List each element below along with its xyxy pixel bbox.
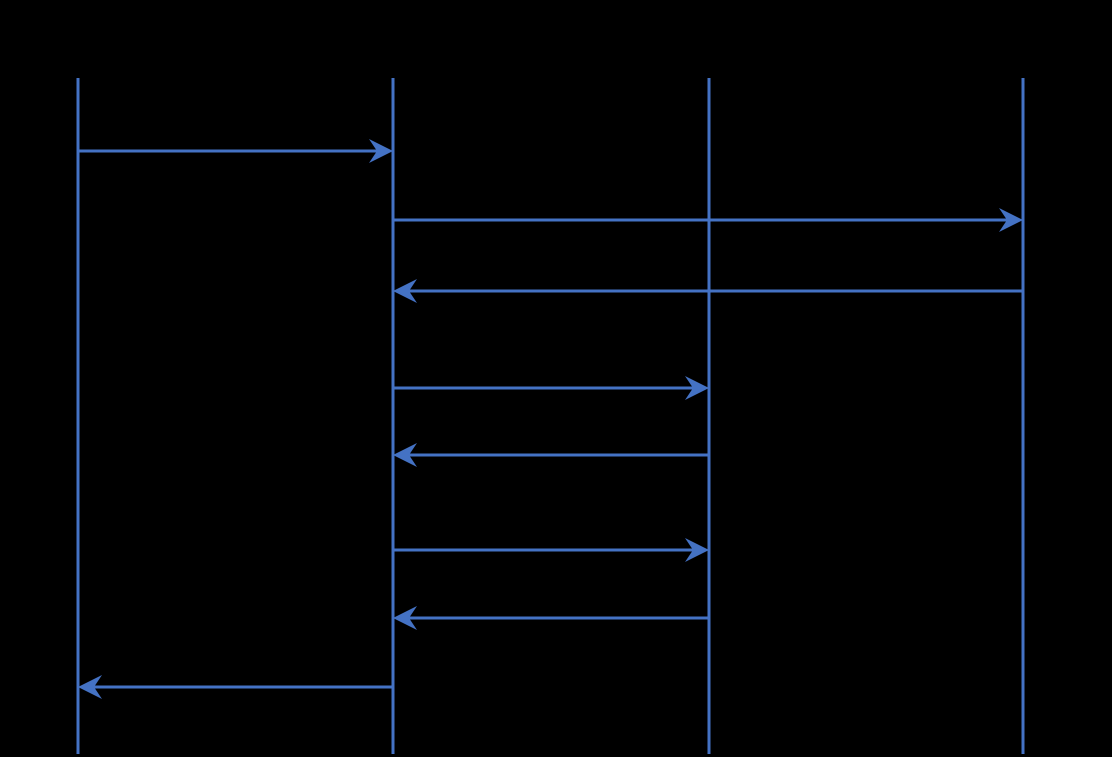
- message-2-arrowhead-icon: [999, 208, 1023, 232]
- message-1-arrowhead-icon: [369, 139, 393, 163]
- message-4-arrowhead-icon: [685, 376, 709, 400]
- message-8-arrowhead-icon: [78, 675, 102, 699]
- message-7-arrowhead-icon: [393, 606, 417, 630]
- message-5-arrowhead-icon: [393, 443, 417, 467]
- message-3-arrowhead-icon: [393, 279, 417, 303]
- message-6-arrowhead-icon: [685, 538, 709, 562]
